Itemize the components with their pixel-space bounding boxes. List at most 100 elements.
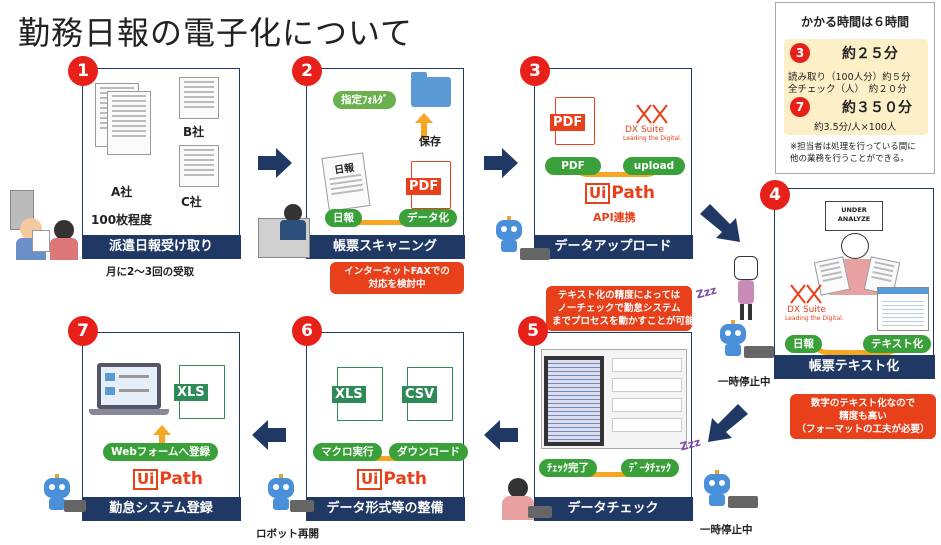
report-sheet-c bbox=[179, 145, 219, 187]
laptop-icon bbox=[744, 346, 774, 358]
laptop-icon bbox=[728, 496, 758, 508]
upload-arrow-icon bbox=[153, 425, 171, 445]
robot-icon bbox=[264, 474, 298, 512]
step-4-badge: 4 bbox=[760, 180, 790, 210]
laptop-icon bbox=[290, 500, 314, 512]
robot-icon bbox=[40, 474, 74, 512]
info-step7-badge: 7 bbox=[790, 97, 810, 117]
step-2-box: 指定ﾌｫﾙﾀﾞ 保存 日報 PDF 日報 データ化 帳票スキャニング bbox=[305, 68, 465, 259]
step-3-box: PDF DX Suite Leading the Digital. PDF up… bbox=[533, 68, 693, 259]
dx-suite-name: DX Suite bbox=[625, 125, 664, 135]
step-6-badge: 6 bbox=[292, 316, 322, 346]
report-sheet-a2 bbox=[107, 91, 151, 155]
scanner-illustration bbox=[258, 204, 314, 262]
company-b-label: B社 bbox=[183, 125, 205, 139]
save-label: 保存 bbox=[419, 135, 441, 148]
step-3-label: データアップロード bbox=[533, 234, 693, 259]
checker-person-illustration bbox=[498, 478, 538, 528]
laptop-base bbox=[89, 409, 169, 415]
step-1-badge: 1 bbox=[68, 56, 98, 86]
pill-digitize: データ化 bbox=[399, 209, 457, 227]
paused-status-4: 一時停止中 bbox=[718, 376, 771, 388]
csv-file-icon: CSV bbox=[402, 367, 453, 421]
step-5-label: データチェック bbox=[533, 496, 693, 521]
pill-check-done: ﾁｪｯｸ完了 bbox=[539, 459, 597, 477]
laptop-icon bbox=[64, 500, 86, 512]
flow-arrow-3-4 bbox=[700, 204, 740, 242]
paused-status-5: 一時停止中 bbox=[700, 524, 753, 536]
dx-suite-logo-icon bbox=[790, 284, 822, 304]
company-a-label: A社 bbox=[111, 185, 133, 199]
step-6-label: データ形式等の整備 bbox=[305, 496, 465, 521]
report-sheet-b bbox=[179, 77, 219, 119]
api-link-label: API連携 bbox=[593, 211, 636, 224]
page-title: 勤務日報の電子化について bbox=[18, 14, 414, 52]
flow-arrow-5-6 bbox=[484, 420, 518, 450]
step-3-badge: 3 bbox=[520, 56, 550, 86]
laptop-icon bbox=[520, 248, 550, 260]
paused-robot-figure bbox=[732, 256, 760, 320]
folder-pill: 指定ﾌｫﾙﾀﾞ bbox=[333, 91, 397, 109]
laptop-illustration bbox=[97, 363, 161, 409]
dx-suite-name: DX Suite bbox=[787, 305, 826, 315]
step-5-box: ﾁｪｯｸ完了 ﾃﾞｰﾀﾁｪｯｸ データチェック bbox=[533, 332, 693, 521]
dx-suite-logo-icon bbox=[636, 104, 668, 124]
step-1-label: 派遣日報受け取り bbox=[81, 234, 241, 259]
pill-web-form-register: Webフォームへ登録 bbox=[103, 443, 219, 461]
check-screen bbox=[541, 349, 687, 449]
spreadsheet-thumbnail bbox=[877, 287, 929, 331]
info-heading: かかる時間は６時間 bbox=[800, 15, 909, 29]
info-step3-badge: 3 bbox=[790, 43, 810, 63]
robot-icon bbox=[700, 470, 734, 508]
sheet-count: 100枚程度 bbox=[91, 213, 153, 227]
info-step7-time: 約３５０分 bbox=[842, 100, 912, 116]
xls-file-icon: XLS bbox=[332, 367, 383, 421]
pill-data-check: ﾃﾞｰﾀﾁｪｯｸ bbox=[621, 459, 679, 477]
time-info-box: かかる時間は６時間 3 約２５分 読み取り（100人分）約５分 全チェック（人）… bbox=[775, 2, 935, 174]
office-workers-illustration bbox=[10, 190, 82, 262]
step-4-label: 帳票テキスト化 bbox=[773, 354, 935, 379]
info-step7-detail: 約3.5分/人×100人 bbox=[814, 122, 897, 133]
folder-icon bbox=[411, 72, 451, 107]
step-2-label: 帳票スキャニング bbox=[305, 234, 465, 259]
company-c-label: C社 bbox=[181, 195, 202, 209]
step-7-label: 勤怠システム登録 bbox=[81, 496, 241, 521]
laptop-icon bbox=[528, 506, 552, 518]
xls-file-icon: XLS bbox=[174, 365, 225, 419]
dx-suite-tagline: Leading the Digital. bbox=[785, 315, 844, 322]
flow-arrow-2-3 bbox=[484, 148, 518, 178]
step-5-badge: 5 bbox=[518, 316, 548, 346]
pill-pdf: PDF bbox=[545, 157, 601, 175]
info-step3-detail-1: 読み取り（100人分）約５分 bbox=[788, 72, 911, 83]
flow-arrow-4-5 bbox=[708, 404, 748, 442]
info-panel: 3 約２５分 読み取り（100人分）約５分 全チェック（人） 約２０分 7 約３… bbox=[784, 39, 928, 135]
step-1-box: B社 A社 C社 100枚程度 派遣日報受け取り bbox=[81, 68, 241, 259]
pill-run-macro: マクロ実行 bbox=[313, 443, 382, 461]
analyst-head bbox=[841, 233, 869, 259]
info-note: ※担当者は処理を行っている間に 他の業務を行うことができる。 bbox=[790, 142, 916, 164]
upload-arrow-icon bbox=[415, 113, 433, 139]
pill-textify: テキスト化 bbox=[863, 335, 932, 353]
info-step3-detail-2: 全チェック（人） 約２０分 bbox=[788, 84, 907, 95]
no-check-callout: テキスト化の精度によっては ノーチェックで勤怠システム までプロセスを動かすこと… bbox=[546, 286, 695, 331]
flow-arrow-1-2 bbox=[258, 148, 292, 178]
zzz-text: Zzz bbox=[694, 283, 719, 302]
daily-report-doc: 日報 bbox=[321, 152, 371, 212]
pdf-file-icon: PDF bbox=[550, 97, 595, 145]
robot-resume-label: ロボット再開 bbox=[256, 528, 319, 540]
pill-report: 日報 bbox=[325, 209, 362, 227]
robot-icon bbox=[716, 320, 750, 358]
step-7-badge: 7 bbox=[68, 316, 98, 346]
robot-icon bbox=[492, 216, 526, 254]
pill-upload: upload bbox=[623, 157, 685, 175]
step-2-badge: 2 bbox=[292, 56, 322, 86]
accuracy-callout: 数字のテキスト化なので 精度も高い （フォーマットの工夫が必要） bbox=[790, 394, 936, 439]
dx-suite-tagline: Leading the Digital. bbox=[623, 135, 682, 142]
pill-report: 日報 bbox=[785, 335, 822, 353]
